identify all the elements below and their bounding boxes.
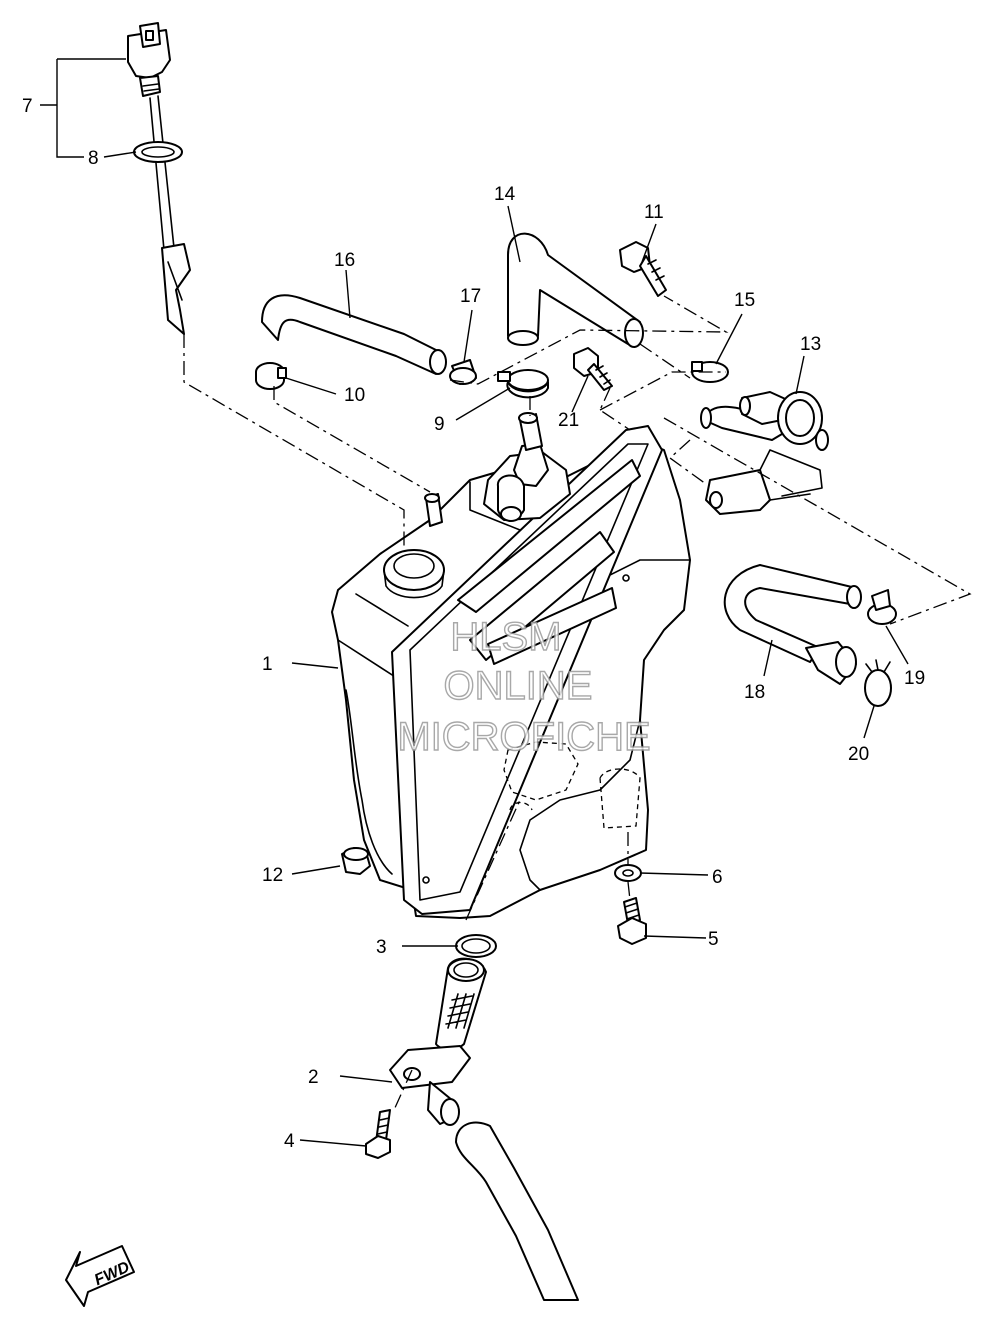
watermark-line-3: MICROFICHE <box>397 715 650 759</box>
cap-part-20 <box>864 659 892 707</box>
callout-13: 13 <box>800 334 821 355</box>
callout-17: 17 <box>460 286 481 307</box>
bolt-part-21 <box>573 347 613 391</box>
callout-19: 19 <box>904 668 925 689</box>
callout-7: 7 <box>22 96 33 117</box>
callout-3: 3 <box>376 937 387 958</box>
callout-1: 1 <box>262 654 273 675</box>
hose-part-14 <box>507 232 644 348</box>
clamp-part-19 <box>867 589 897 625</box>
watermark-line-1: HLSM <box>450 615 561 659</box>
nut-part-12 <box>341 847 371 875</box>
washer-part-6 <box>614 864 642 882</box>
bolt-part-4 <box>365 1109 391 1159</box>
callout-20: 20 <box>848 744 869 765</box>
leader-lines <box>40 58 909 1147</box>
callout-5: 5 <box>708 929 719 950</box>
fwd-arrow-icon: FWD <box>65 1245 135 1307</box>
bolt-part-5 <box>617 897 647 945</box>
oil-level-gauge-part <box>127 22 191 335</box>
callout-18: 18 <box>744 682 765 703</box>
callout-10: 10 <box>344 385 365 406</box>
valve-assembly-part-13-15 <box>691 361 829 515</box>
callout-9: 9 <box>434 414 445 435</box>
hose-part-16 <box>255 294 447 390</box>
bolt-part-11 <box>619 241 667 297</box>
callout-2: 2 <box>308 1067 319 1088</box>
callout-12: 12 <box>262 865 283 886</box>
callout-4: 4 <box>284 1131 295 1152</box>
clamps-part-17-9 <box>449 359 549 399</box>
watermark: HLSM ONLINE MICROFICHE <box>397 614 652 759</box>
o-ring-part-3 <box>455 934 497 958</box>
callout-21: 21 <box>558 410 579 431</box>
callout-16: 16 <box>334 250 355 271</box>
oil-tank-part-1 <box>331 412 691 919</box>
callout-11: 11 <box>644 202 664 223</box>
callout-14: 14 <box>494 184 516 205</box>
callout-8: 8 <box>88 148 99 169</box>
watermark-line-2: ONLINE <box>444 664 593 708</box>
hose-part-18 <box>723 564 862 685</box>
callout-6: 6 <box>712 867 723 888</box>
strainer-part-2 <box>389 957 487 1126</box>
callout-labels: 1 2 3 4 5 6 7 8 9 10 11 12 13 14 15 16 1… <box>22 96 925 1152</box>
assembly-lines <box>183 295 972 1111</box>
supply-hose <box>455 1121 579 1301</box>
callout-15: 15 <box>734 290 755 311</box>
